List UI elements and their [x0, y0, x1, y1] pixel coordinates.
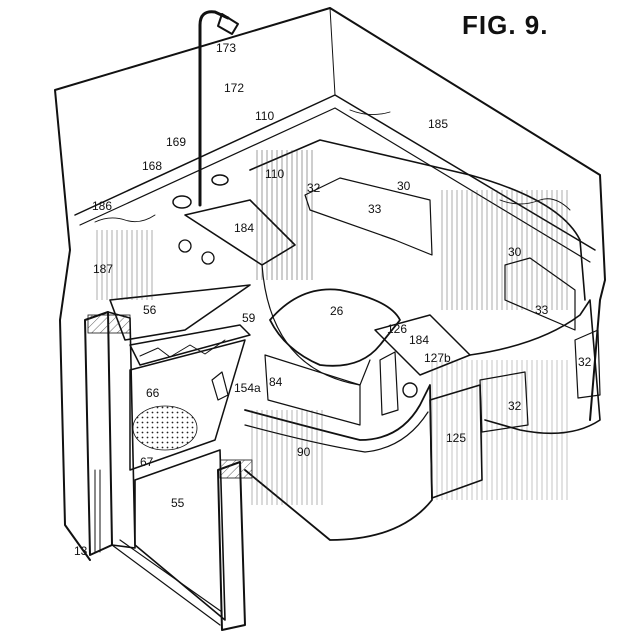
ref-169: 169: [166, 135, 186, 149]
seat-184: [184, 199, 296, 266]
ref-172: 172: [224, 81, 244, 95]
ref-32c: 32: [508, 399, 522, 413]
shower-head-icon: [198, 10, 239, 207]
ref-30b: 30: [508, 245, 522, 259]
ref-59: 59: [242, 311, 256, 325]
ref-56: 56: [143, 303, 157, 317]
ref-55: 55: [171, 496, 185, 510]
panel-59: [129, 324, 251, 366]
ref-185: 185: [428, 117, 448, 131]
ref-125: 125: [446, 431, 466, 445]
figure-title: FIG. 9.: [462, 10, 549, 40]
ref-126: 126: [387, 322, 407, 336]
door-frame-13: [84, 311, 113, 556]
ref-13: 13: [74, 544, 88, 558]
ref-32a: 32: [307, 181, 321, 195]
counter-right: [469, 299, 601, 435]
cabinet-125: [429, 384, 483, 499]
ref-154a: 154a: [234, 381, 261, 395]
panel-84: [264, 354, 361, 426]
ref-33b: 33: [535, 303, 549, 317]
knob-127b: [402, 382, 418, 398]
ref-90: 90: [297, 445, 311, 459]
ref-32b: 32: [578, 355, 592, 369]
vent-panel-66: [129, 339, 246, 471]
ref-187: 187: [93, 262, 113, 276]
ref-33a: 33: [368, 202, 382, 216]
valve-168: [172, 195, 192, 209]
outer-wall: [54, 7, 606, 561]
ref-110b: 110: [265, 167, 284, 181]
ref-110a: 110: [255, 109, 274, 123]
vent-67: [132, 405, 198, 451]
ref-30a: 30: [397, 179, 411, 193]
valve-169: [211, 174, 229, 186]
ref-184a: 184: [234, 221, 254, 235]
floor-26: [269, 288, 401, 367]
ref-168: 168: [142, 159, 162, 173]
ref-173: 173: [216, 41, 236, 55]
ref-84: 84: [269, 375, 283, 389]
floor-55: [134, 449, 226, 621]
ref-66: 66: [146, 386, 160, 400]
ref-186: 186: [92, 199, 112, 213]
ref-184b: 184: [409, 333, 429, 347]
ref-67: 67: [140, 455, 154, 469]
ref-127b: 127b: [424, 351, 451, 365]
ref-26: 26: [330, 304, 344, 318]
